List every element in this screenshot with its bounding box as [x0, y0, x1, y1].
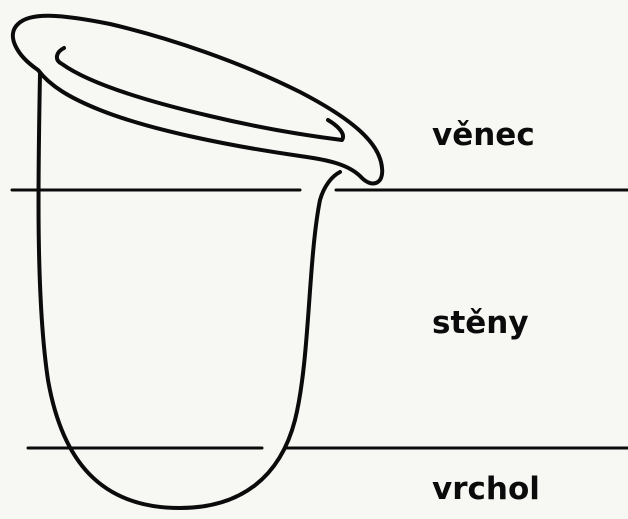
- rim-outer-outline: [13, 16, 382, 184]
- pot-body-outline: [38, 74, 340, 508]
- label-vrchol: vrchol: [432, 474, 540, 505]
- label-steny: stěny: [432, 308, 529, 339]
- label-venec: věnec: [432, 120, 535, 151]
